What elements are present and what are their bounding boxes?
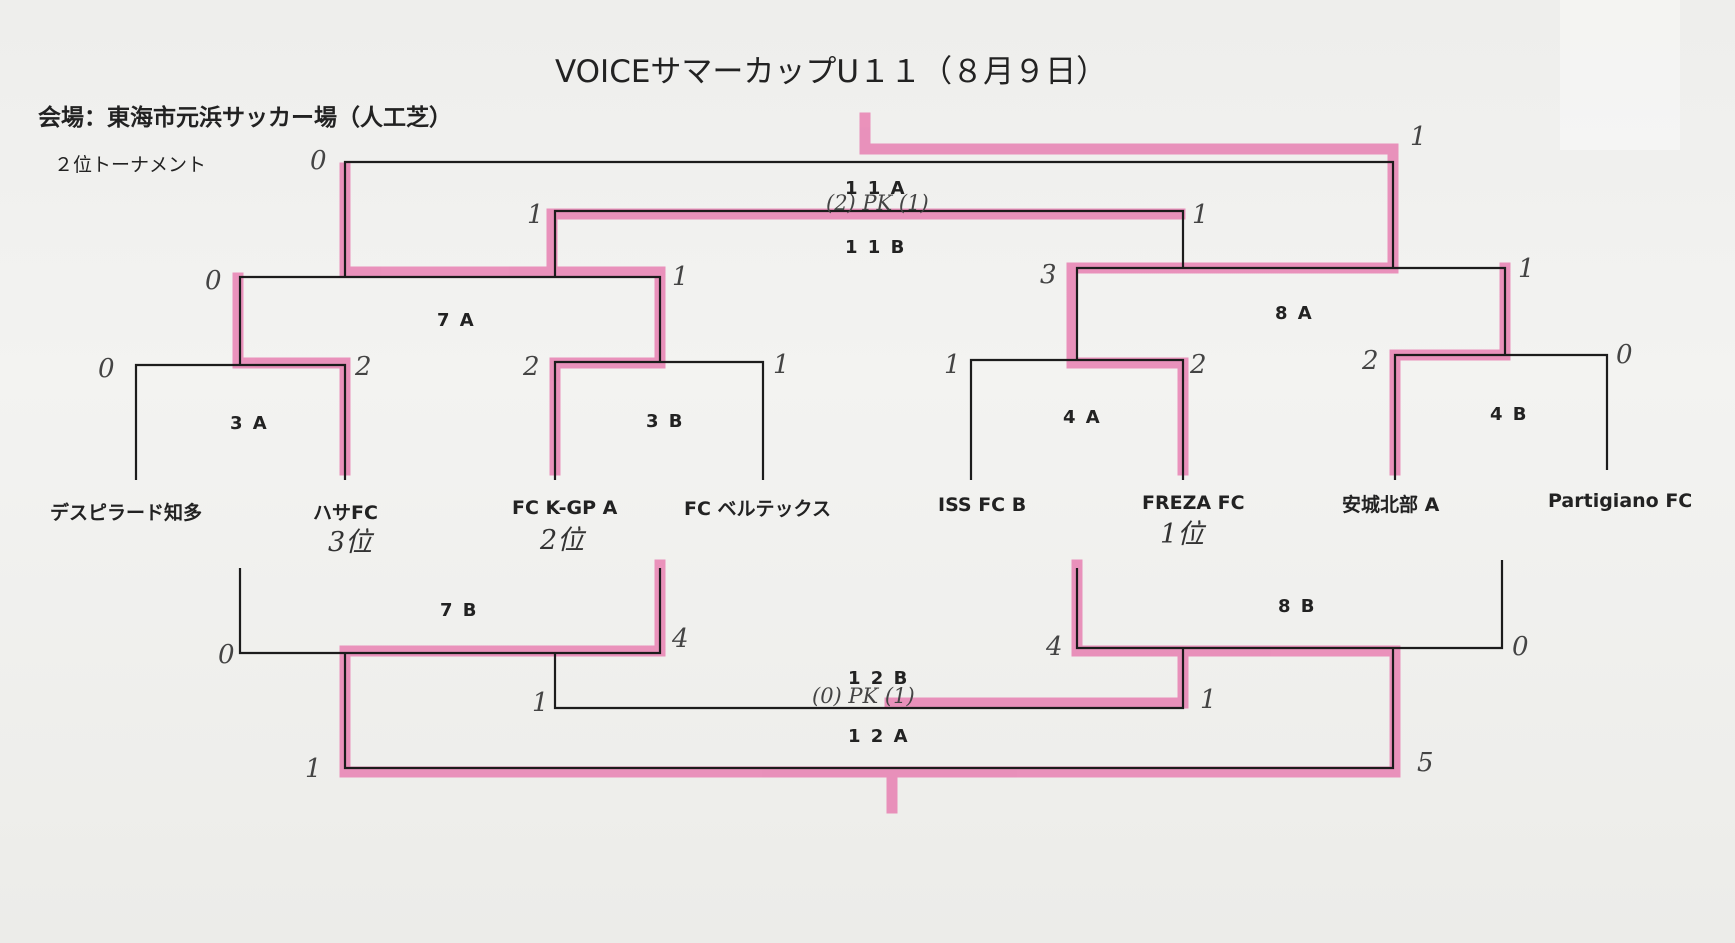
score: 0 [1512, 632, 1529, 662]
bracket-line-11b [553, 209, 1185, 277]
score: 1 [532, 688, 549, 718]
bracket-line-7b [238, 568, 662, 655]
pk-result: (2) PK (1) [826, 191, 929, 215]
score: 1 [1200, 685, 1217, 715]
highlight-path-freza [859, 112, 1399, 476]
bracket-line-4b [1393, 353, 1609, 480]
team-name: ISS FC B [938, 494, 1027, 516]
score: 2 [1362, 346, 1379, 376]
tape-strip [1560, 0, 1680, 150]
bracket-line-7a [238, 275, 662, 365]
match-label-3a: 3 A [230, 413, 269, 434]
team-name: Partigiano FC [1548, 490, 1693, 512]
bracket-line-12a [343, 648, 1395, 770]
match-label-7a: 7 A [437, 310, 476, 331]
highlight-path-11b [546, 208, 1186, 274]
match-label-8b: 8 B [1278, 596, 1317, 617]
score: 0 [218, 640, 235, 670]
match-label-4a: 4 A [1063, 407, 1102, 428]
team-name: デスピラード知多 [50, 502, 203, 524]
team-name: FC K-GP A [512, 497, 618, 519]
pk-result: (0) PK (1) [812, 684, 915, 708]
score: 4 [672, 624, 689, 654]
team-name: 安城北部 A [1342, 494, 1440, 516]
highlight-path-12b [884, 645, 1189, 709]
placement-label: 2位 [540, 525, 585, 556]
highlight-path-12a [339, 559, 1401, 778]
score: 3 [1040, 260, 1057, 290]
highlight-path-anjo [1389, 262, 1511, 476]
score: 2 [1190, 350, 1207, 380]
match-label-12b: 1 2 B [848, 668, 910, 689]
score: 5 [1417, 748, 1434, 778]
score: 1 [1410, 122, 1427, 152]
placement-label: 1位 [1160, 519, 1205, 550]
score: 0 [205, 266, 222, 296]
score: 4 [1046, 632, 1063, 662]
score: 1 [773, 350, 790, 380]
score: 1 [527, 200, 544, 230]
match-label-3b: 3 B [646, 411, 685, 432]
page-title: VOICEサマーカップU１１（８月９日） [555, 54, 1108, 90]
venue-label: 会場：東海市元浜サッカー場（人工芝） [38, 105, 452, 131]
team-name: ハサFC [313, 502, 378, 524]
team-name: FREZA FC [1142, 492, 1245, 514]
bracket-line-12b [553, 648, 1185, 710]
score: 0 [98, 354, 115, 384]
bracket-line-8b [1075, 560, 1504, 650]
score: 1 [672, 262, 689, 292]
highlight-path-hasa [232, 272, 351, 476]
score: 1 [1518, 254, 1535, 284]
score: 2 [355, 352, 372, 382]
score: 1 [305, 754, 322, 784]
placement-label: 3位 [328, 527, 373, 558]
score: 2 [523, 352, 540, 382]
score: 1 [1192, 200, 1209, 230]
team-name: FC ベルテックス [684, 498, 831, 520]
tournament-type-label: ２位トーナメント [54, 154, 207, 176]
match-label-11a: 1 1 A [845, 178, 907, 199]
score: 0 [1616, 340, 1633, 370]
match-label-7b: 7 B [440, 600, 479, 621]
match-label-8a: 8 A [1275, 303, 1314, 324]
bracket-lines [134, 160, 1609, 770]
match-label-11b: 1 1 B [845, 237, 907, 258]
match-label-12a: 1 2 A [848, 726, 910, 747]
match-label-4b: 4 B [1490, 404, 1529, 425]
score: 1 [944, 350, 961, 380]
bracket-line-8a [1075, 266, 1507, 360]
bracket-line-11a [343, 160, 1395, 277]
score: 0 [310, 146, 327, 176]
